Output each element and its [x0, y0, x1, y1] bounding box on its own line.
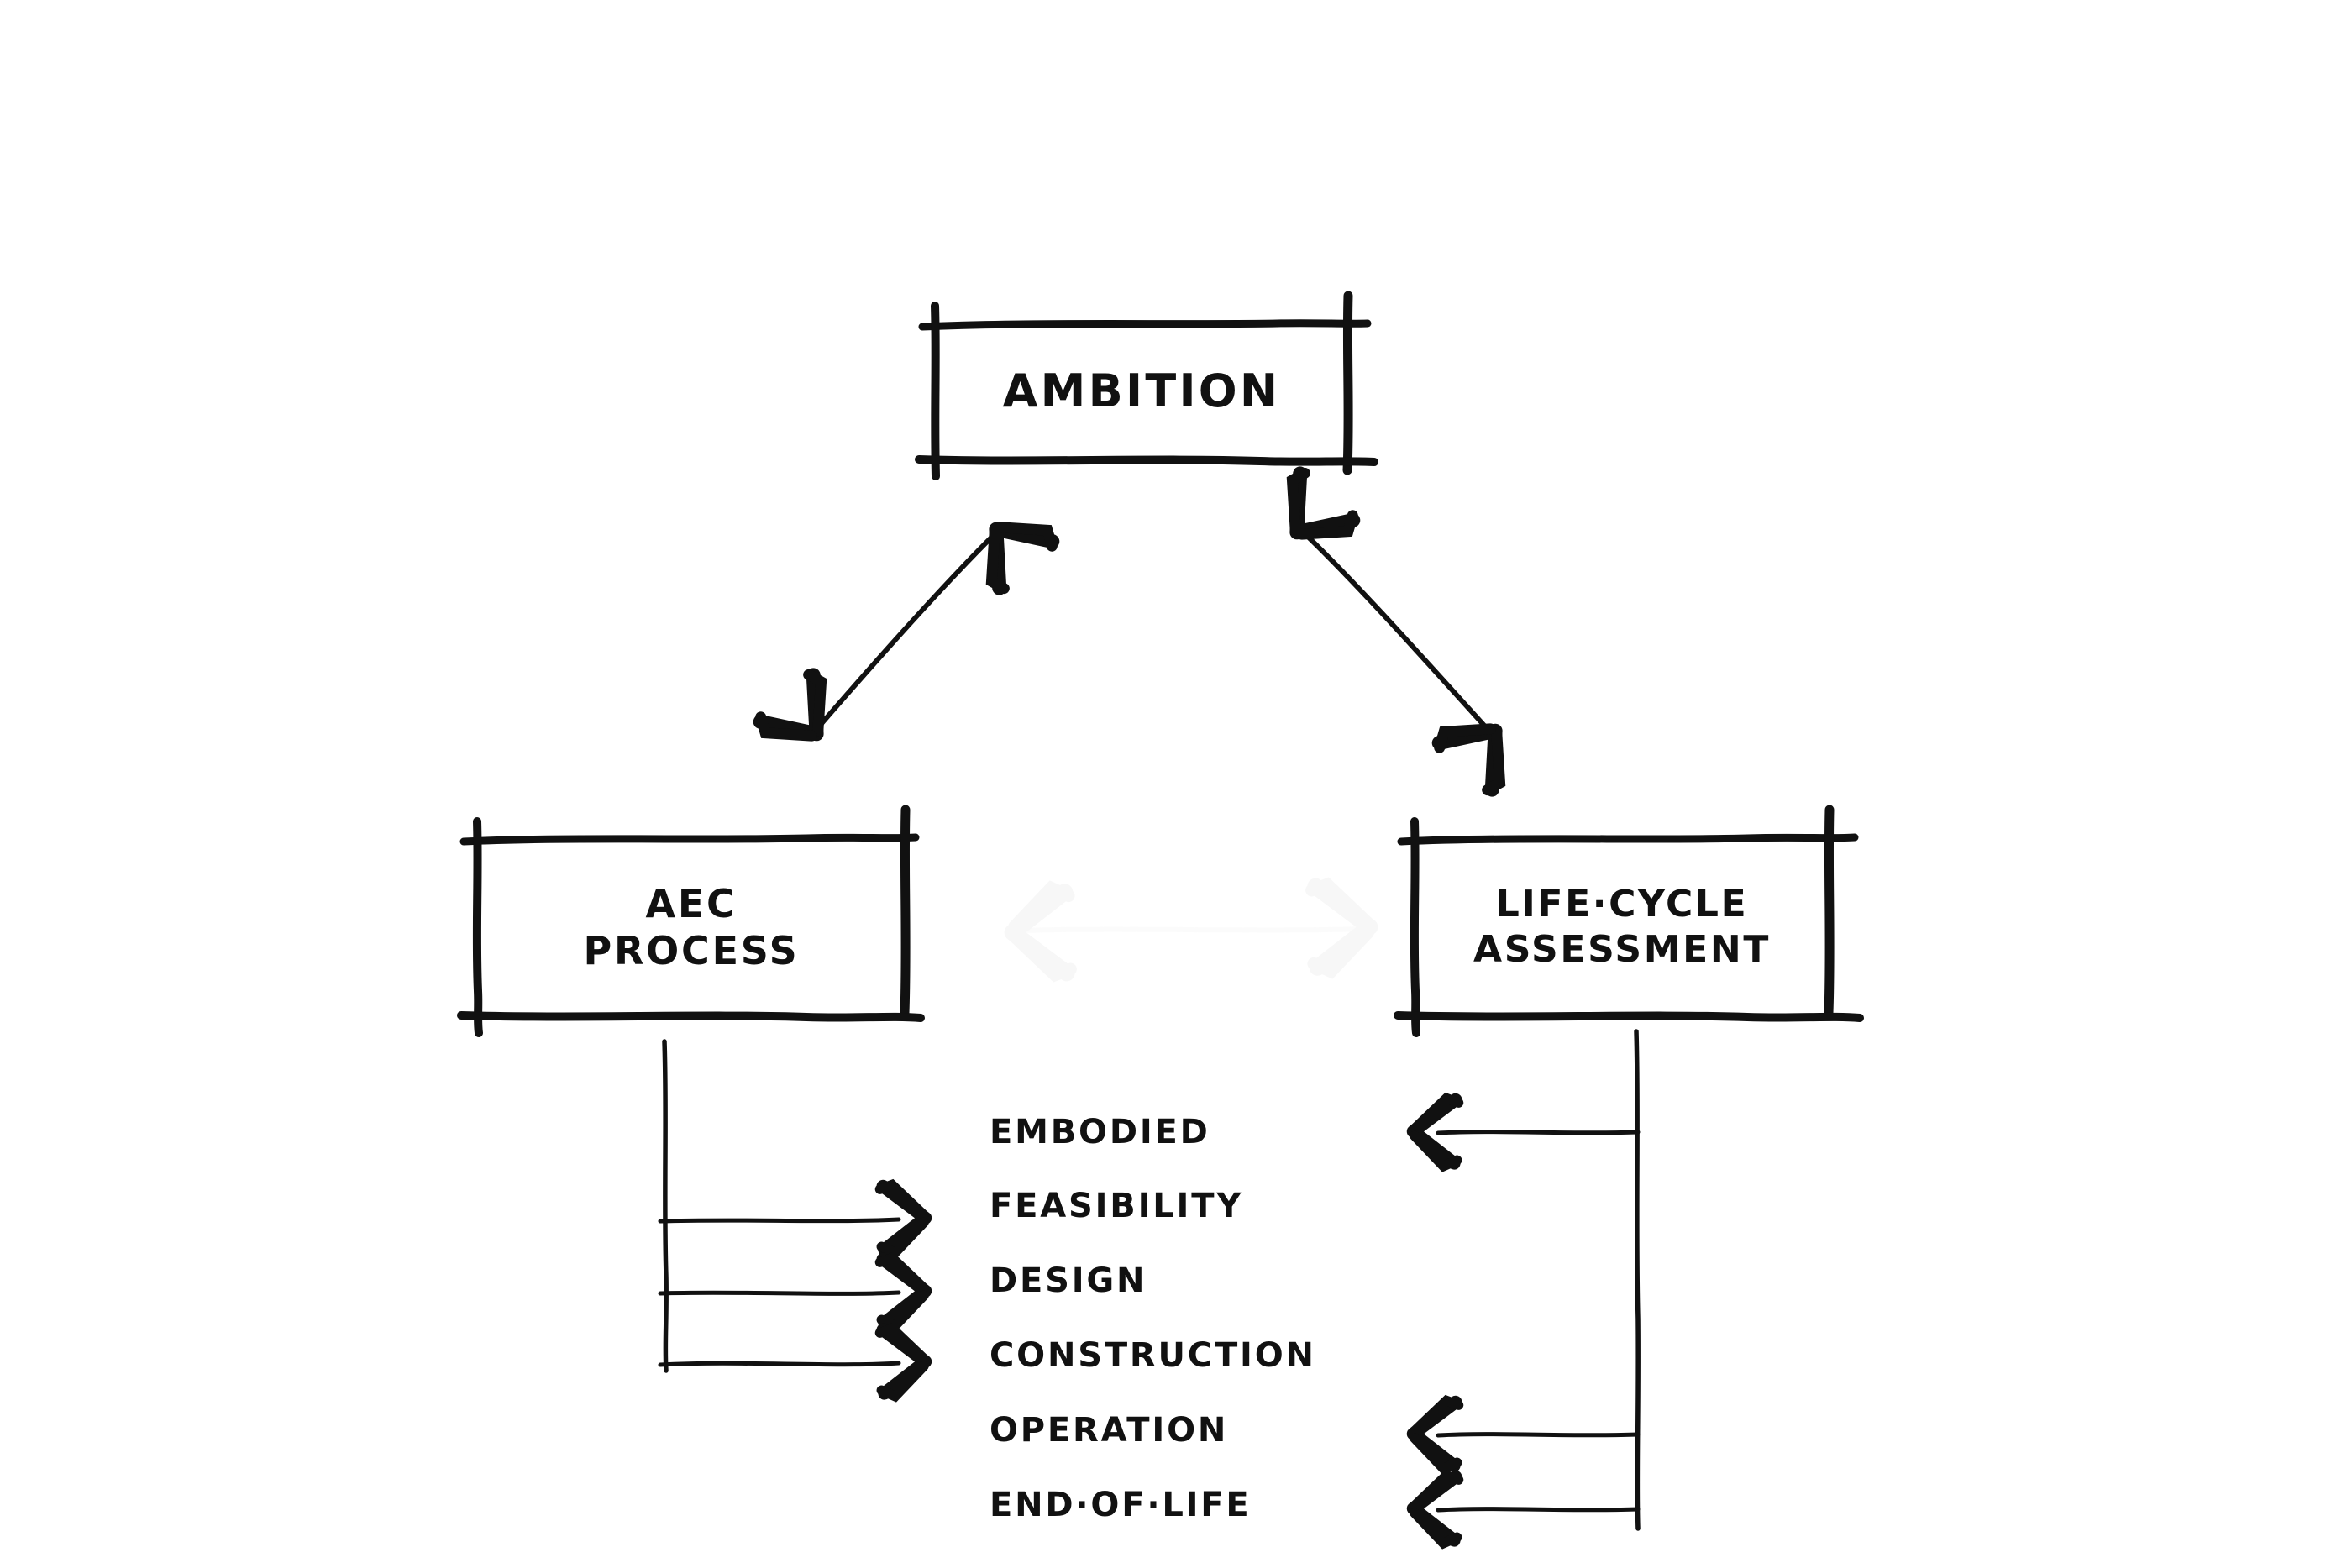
life-cycle-assessment-node[interactable] [1415, 838, 1830, 1016]
stage-label-operation: OPERATION [990, 1411, 1229, 1450]
branch-end-of-life [1413, 1476, 1641, 1544]
ghost-arrow-watermark [1012, 884, 1369, 975]
aec-process-box[interactable] [457, 805, 925, 1037]
life-cycle-assessment-box[interactable] [1394, 805, 1864, 1037]
ambition-box[interactable] [915, 291, 1378, 480]
branch-operation [1413, 1401, 1641, 1469]
branch-design [658, 1258, 926, 1326]
ambition-to-aec-process-arrow [754, 505, 1058, 759]
life-cycle-assessment-branch-group [1413, 1029, 1641, 1544]
branch-construction [658, 1329, 926, 1397]
branch-feasibility [658, 1185, 926, 1253]
stage-label-embodied: EMBODIED [990, 1113, 1210, 1151]
stage-label-design: DESIGN [990, 1261, 1147, 1300]
aec-process-node[interactable] [477, 838, 906, 1016]
branch-embodied [1413, 1099, 1641, 1167]
ambition-node[interactable] [935, 323, 1348, 459]
stage-label-construction: CONSTRUCTION [990, 1336, 1316, 1375]
ambition-to-life-cycle-assessment-arrow [1268, 470, 1524, 794]
aec-process-branch-group [658, 1039, 926, 1397]
stage-label-feasibility: FEASIBILITY [990, 1187, 1244, 1225]
stage-label-end-of-life: END·OF·LIFE [990, 1486, 1252, 1524]
